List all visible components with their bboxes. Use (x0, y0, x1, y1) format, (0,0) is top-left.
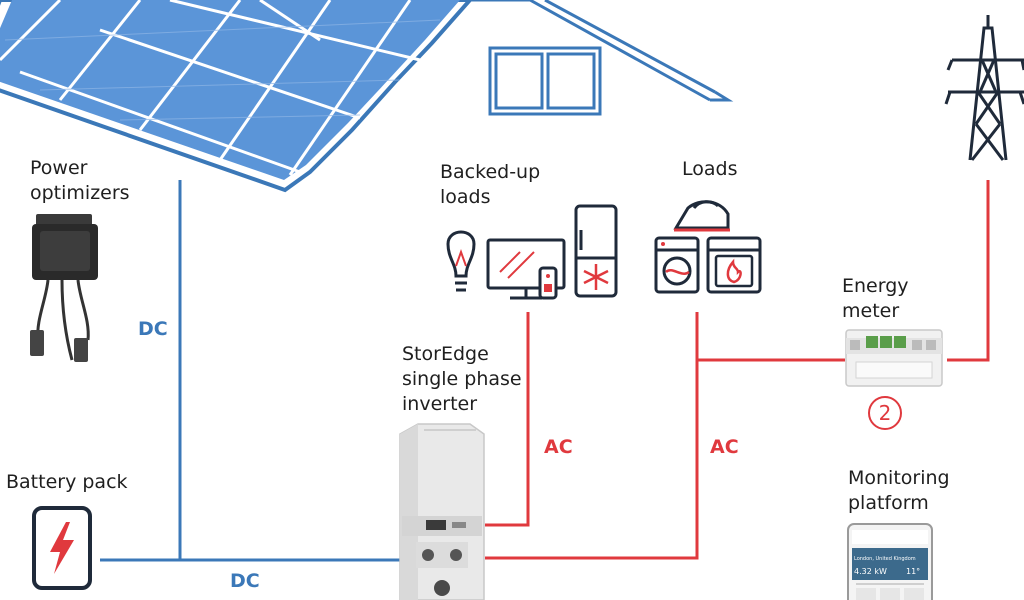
washing-machine-icon (654, 236, 700, 294)
tv-icon (486, 238, 566, 300)
lightbulb-icon (446, 230, 476, 292)
dc-panel-label: DC (138, 318, 168, 340)
meter-number-badge: 2 (868, 396, 902, 430)
dc-wiring (100, 180, 400, 562)
power-optimizer-device (30, 214, 98, 362)
battery-pack-label: Battery pack (6, 471, 128, 493)
backed-up-loads-label: Backed-up loads (440, 161, 541, 208)
remote-icon (538, 266, 558, 300)
flame-icon (726, 258, 742, 284)
inverter-label: StorEdge single phase inverter (402, 343, 522, 415)
ac-backed-up-label: AC (544, 436, 573, 458)
snowflake-icon (583, 264, 609, 290)
oven-icon (706, 236, 762, 294)
energy-meter-device (845, 329, 943, 387)
ac-wiring (485, 180, 990, 560)
phone-temperature: 11° (906, 567, 920, 576)
fridge-icon (574, 204, 618, 298)
lightning-icon (50, 522, 74, 574)
house-outline (470, 0, 734, 116)
loads-label: Loads (682, 158, 738, 180)
inverter-device (399, 423, 485, 600)
phone-power-reading: 4.32 kW (854, 567, 887, 576)
monitoring-platform-label: Monitoring platform (848, 467, 950, 514)
phone-location: London, United Kingdom (854, 556, 916, 562)
monitoring-phone-device (847, 523, 933, 600)
house-window (488, 46, 602, 116)
solar-panel-array (0, 0, 473, 193)
iron-icon (673, 200, 730, 232)
power-optimizers-label: Power optimizers (30, 157, 130, 204)
dc-battery-label: DC (230, 570, 260, 592)
ac-loads-label: AC (710, 436, 739, 458)
transmission-tower-icon (944, 15, 1024, 161)
battery-pack-device (32, 506, 92, 590)
energy-meter-label: Energy meter (842, 275, 909, 322)
